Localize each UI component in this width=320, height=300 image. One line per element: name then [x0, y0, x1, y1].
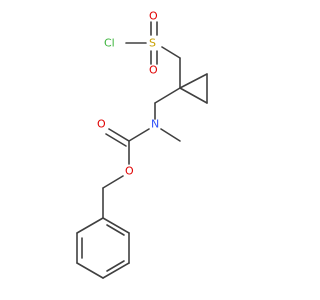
bond-cq-ch2n	[154, 87, 181, 104]
bond-o-ch2benzyl	[102, 175, 124, 189]
bonds	[76, 21, 208, 279]
bond-c-o-carbonyl-b	[105, 133, 127, 147]
bond-ring-3	[102, 262, 130, 279]
bond-s-ch2	[161, 46, 181, 59]
atom-o-ester: O	[125, 165, 134, 178]
bond-n-ccarbonyl	[128, 128, 150, 142]
bond-cq-c1	[179, 73, 208, 89]
atom-o-carbonyl: O	[97, 118, 106, 131]
molecule-structure-diagram: Cl S O O N O O	[76, 10, 208, 279]
bond-c-o-carbonyl-a	[108, 128, 130, 142]
bond-n-ch3	[160, 128, 181, 142]
atom-cl: Cl	[104, 37, 115, 50]
bond-ring-4	[76, 262, 104, 279]
atom-labels: Cl S O O N O O	[97, 10, 159, 178]
bond-ring-inner-1	[106, 224, 125, 236]
atom-o-sulfonyl-top: O	[149, 10, 158, 23]
bond-c2-cq	[179, 87, 208, 104]
atom-s: S	[149, 37, 156, 50]
atom-o-sulfonyl-bottom: O	[149, 64, 158, 77]
bond-ring-1	[102, 217, 130, 234]
atom-n: N	[151, 118, 159, 131]
bond-ring-6	[76, 217, 104, 234]
bond-ring-inner-2	[106, 260, 125, 272]
